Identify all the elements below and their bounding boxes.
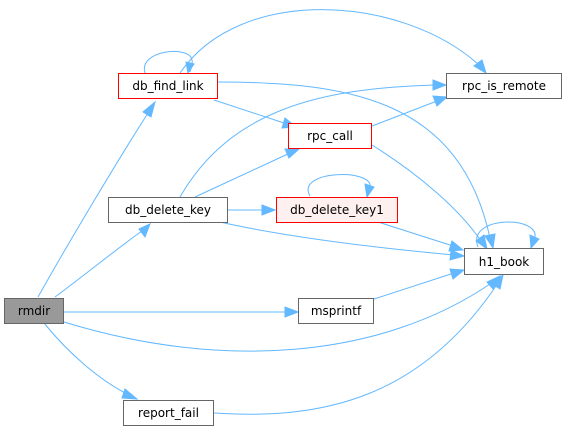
- edge-rmdir-db_delete_key: [54, 230, 143, 298]
- edge-rmdir-report_fail: [43, 322, 128, 395]
- arrowhead: [449, 249, 466, 261]
- arrowhead: [284, 148, 301, 159]
- node-label: rmdir: [17, 304, 51, 318]
- arrowhead: [284, 306, 300, 318]
- node-label: db_delete_key: [124, 203, 212, 217]
- node-label: report_fail: [138, 406, 199, 420]
- node-report_fail[interactable]: report_fail: [123, 400, 214, 426]
- arrowhead: [475, 234, 488, 251]
- edge-db_find_link-self: [144, 50, 193, 74]
- node-db_delete_key1[interactable]: db_delete_key1: [276, 197, 398, 223]
- edge-db_find_link-h1_book: [217, 81, 491, 239]
- arrowhead: [473, 59, 487, 75]
- node-label: db_find_link: [132, 79, 204, 93]
- node-db_find_link[interactable]: db_find_link: [118, 73, 218, 99]
- arrowhead: [432, 95, 449, 107]
- node-h1_book[interactable]: h1_book: [464, 248, 544, 275]
- arrowhead: [484, 233, 496, 250]
- arrowhead: [491, 273, 504, 290]
- node-label: rpc_call: [307, 129, 353, 143]
- node-label: db_delete_key1: [290, 203, 384, 217]
- edge-rpc_call-h1_book: [371, 144, 482, 242]
- arrowhead: [432, 79, 448, 91]
- edge-rpc_call-rpc_is_remote: [371, 100, 438, 127]
- node-db_delete_key[interactable]: db_delete_key: [108, 197, 228, 223]
- edge-db_delete_key-h1_book: [219, 221, 455, 256]
- arrowhead: [142, 100, 156, 118]
- node-label: rpc_is_remote: [462, 79, 546, 93]
- edge-db_find_link-rpc_is_remote: [179, 9, 479, 74]
- node-msprintf[interactable]: msprintf: [298, 298, 374, 324]
- edge-db_delete_key1-h1_book: [377, 221, 454, 247]
- edge-h1_book-self: [476, 221, 536, 248]
- edge-db_find_link-rpc_call: [213, 99, 285, 124]
- arrowhead: [138, 223, 151, 239]
- node-rmdir: rmdir: [4, 298, 64, 324]
- edge-db_delete_key1-self: [307, 174, 371, 197]
- arrowhead: [449, 268, 466, 280]
- arrowhead: [261, 204, 277, 216]
- node-rpc_call[interactable]: rpc_call: [288, 123, 372, 149]
- edge-report_fail-h1_book: [213, 282, 499, 415]
- edge-msprintf-h1_book: [373, 272, 455, 300]
- arrowhead: [121, 388, 139, 400]
- arrowhead: [448, 240, 465, 252]
- arrowhead: [185, 61, 195, 75]
- arrowhead: [364, 183, 375, 199]
- edge-db_delete_key-rpc_call: [194, 152, 291, 198]
- edge-rmdir-h1_book: [63, 281, 494, 352]
- arrowhead: [529, 234, 540, 250]
- node-label: msprintf: [310, 304, 362, 318]
- edge-rmdir-db_find_link: [37, 112, 149, 298]
- node-label: h1_book: [478, 254, 530, 269]
- node-rpc_is_remote[interactable]: rpc_is_remote: [446, 73, 562, 99]
- edge-db_delete_key-rpc_is_remote: [179, 84, 437, 198]
